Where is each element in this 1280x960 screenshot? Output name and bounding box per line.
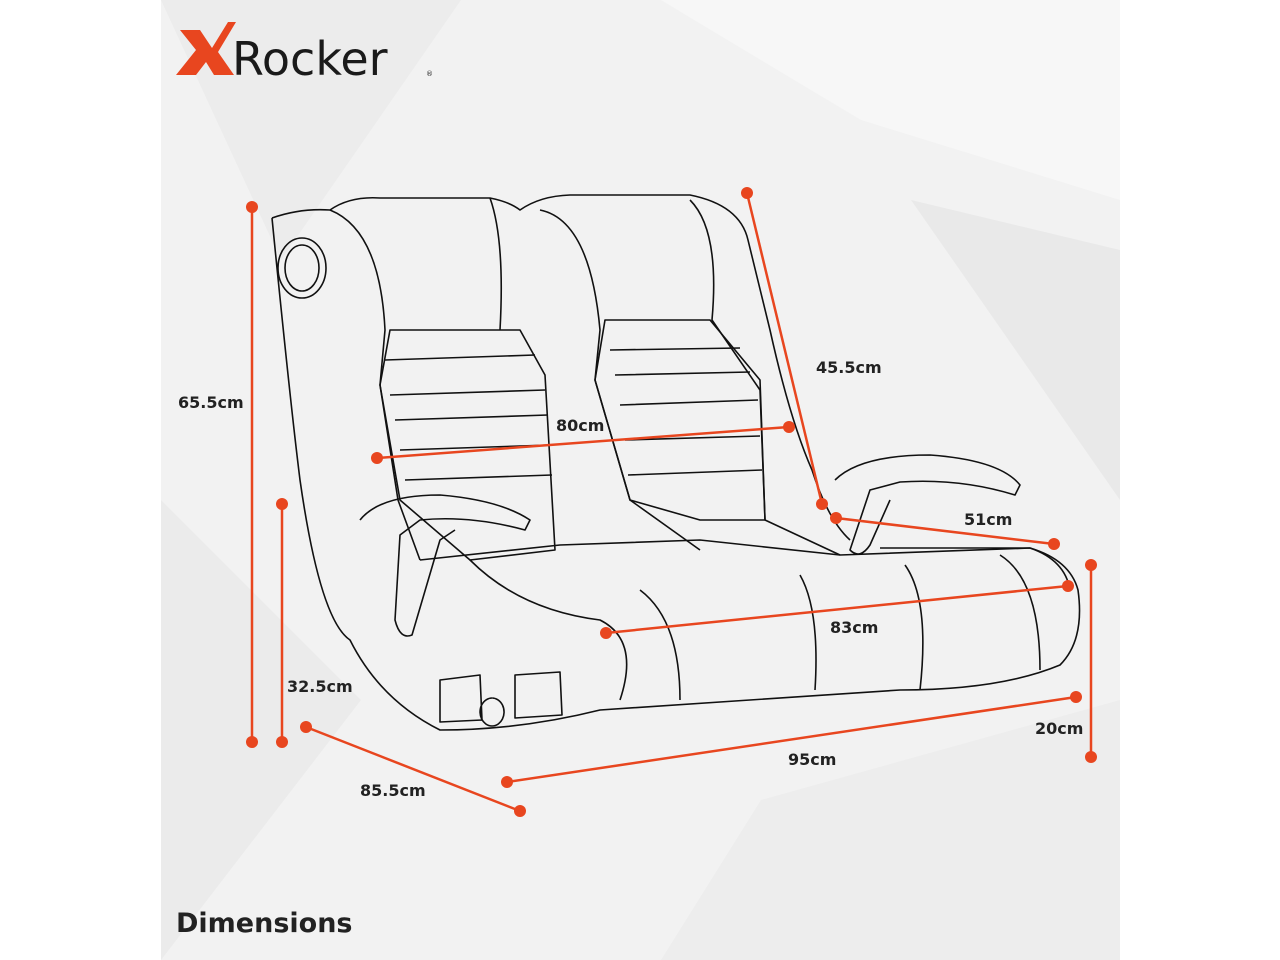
label-width: 95cm xyxy=(788,750,836,769)
svg-text:®: ® xyxy=(426,70,433,78)
dim-seat-height xyxy=(276,498,288,748)
dim-backrest-width xyxy=(371,421,795,464)
control-panel xyxy=(439,671,563,727)
label-backrest-depth: 45.5cm xyxy=(816,358,882,377)
speaker xyxy=(277,237,327,299)
chair-illustration xyxy=(271,194,1081,731)
right-armrest xyxy=(834,454,1021,555)
dimension-lines xyxy=(246,187,1097,817)
dim-base-height xyxy=(1085,559,1097,763)
dim-total-height xyxy=(246,201,258,748)
label-base-height: 20cm xyxy=(1035,719,1083,738)
left-backrest-panel xyxy=(379,329,556,561)
left-armrest xyxy=(359,494,531,637)
background-panel xyxy=(161,0,1120,960)
background-facets xyxy=(161,0,1120,960)
label-seat-height: 32.5cm xyxy=(287,677,353,696)
label-seat-width: 83cm xyxy=(830,618,878,637)
label-total-height: 65.5cm xyxy=(178,393,244,412)
svg-text:Rocker: Rocker xyxy=(232,32,388,86)
dim-seat-width xyxy=(600,580,1074,639)
caption-title: Dimensions xyxy=(176,908,353,939)
dim-width xyxy=(501,691,1082,788)
dim-backrest-depth xyxy=(741,187,828,510)
label-seat-depth: 51cm xyxy=(964,510,1012,529)
label-depth: 85.5cm xyxy=(360,781,426,800)
dim-seat-depth xyxy=(830,512,1060,550)
chair-back xyxy=(271,194,851,541)
right-backrest-panel xyxy=(594,319,766,521)
dim-depth xyxy=(300,721,526,817)
xrocker-logo: Rocker ® xyxy=(176,22,433,86)
label-backrest-width: 80cm xyxy=(556,416,604,435)
